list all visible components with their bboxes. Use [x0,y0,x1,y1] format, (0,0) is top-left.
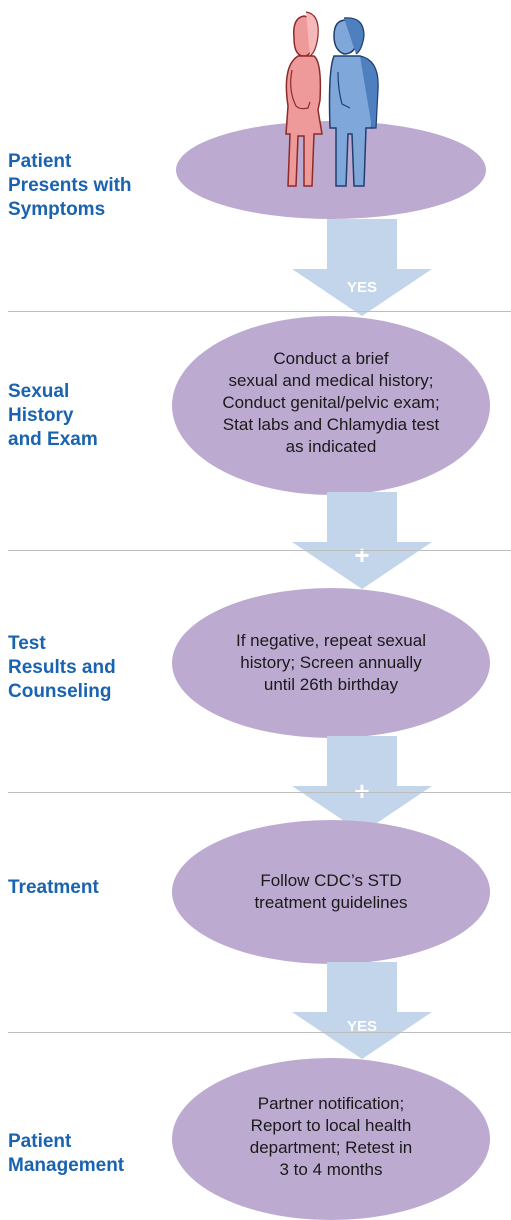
connector-arrow-4: YES [292,962,432,1059]
stage-5-description: Partner notification; Report to local he… [249,1094,413,1179]
divider [8,550,511,551]
stage-3-description: If negative, repeat sexual history; Scre… [236,631,426,694]
stage-5-ellipse [172,1058,490,1220]
divider [8,1032,511,1033]
man-figure [328,17,379,187]
stage-4-ellipse [172,820,490,964]
stage-2-ellipse [172,316,490,495]
divider [8,311,511,312]
stage-4-description: Follow CDC’s STD treatment guidelines [254,871,408,912]
connector-arrow-2: + [292,492,432,589]
connector-label-yes: YES [346,1018,377,1035]
connector-arrow-1: YES [292,219,432,316]
stage-3-label: Test Results and Counseling [8,633,116,702]
woman-and-man-icon [285,11,379,187]
connector-label-plus: + [354,776,370,806]
connector-arrow-3: + [292,736,432,833]
stage-2-description: Conduct a brief sexual and medical histo… [222,349,440,456]
stage-3-ellipse [172,588,490,738]
connector-label-plus: + [354,540,370,570]
stage-5-label: Patient Management [8,1131,125,1176]
divider [8,792,511,793]
stage-2-label: Sexual History and Exam [8,381,98,450]
connector-label-yes: YES [346,279,377,296]
woman-figure [285,11,323,187]
stage-4-label: Treatment [8,877,99,898]
stage-1-ellipse [176,121,486,219]
stage-1-label: Patient Presents with Symptoms [8,151,132,220]
